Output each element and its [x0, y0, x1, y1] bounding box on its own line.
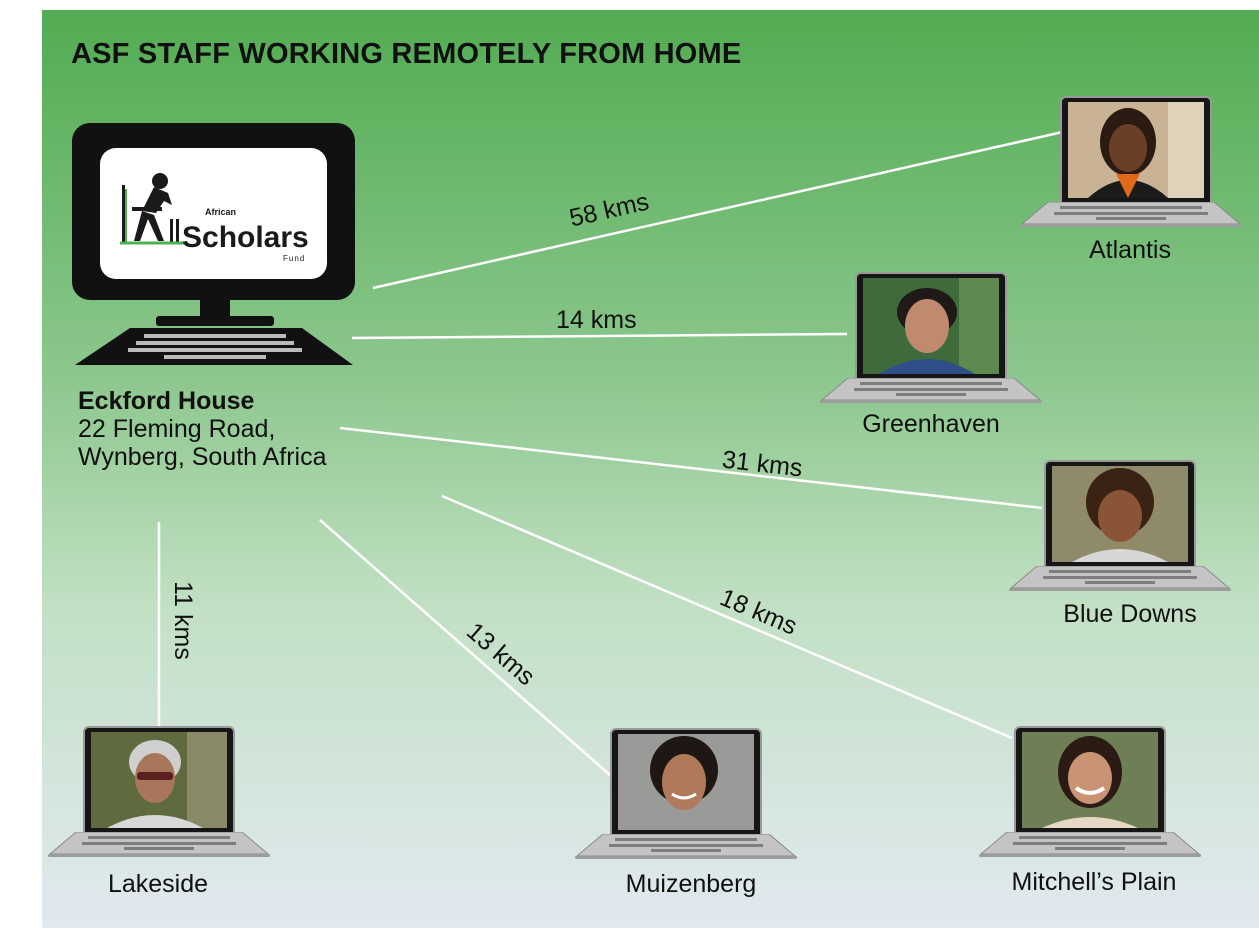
staff-photo-blue-downs: [1052, 466, 1188, 562]
staff-photo-mitchells-plain: [1022, 732, 1158, 828]
logo-word-scholars: Scholars: [182, 221, 309, 254]
laptop-lakeside: [48, 724, 270, 860]
distance-label-greenhaven: 14 kms: [556, 306, 637, 334]
diagram-canvas: ASF STAFF WORKING REMOTELY FROM HOME 58 …: [42, 10, 1259, 928]
headquarters-name: Eckford House: [78, 387, 255, 415]
location-label-atlantis: Atlantis: [1089, 236, 1171, 264]
laptop-blue-downs: [1009, 458, 1231, 594]
staff-photo-lakeside: [91, 732, 227, 828]
page-title: ASF STAFF WORKING REMOTELY FROM HOME: [71, 38, 742, 70]
distance-label-lakeside: 11 kms: [168, 581, 197, 660]
connector-blue-downs: [339, 426, 1043, 510]
laptop-mitchells-plain: [979, 724, 1201, 860]
location-label-mitchells-plain: Mitchell’s Plain: [1011, 868, 1177, 896]
location-label-lakeside: Lakeside: [107, 870, 209, 898]
headquarters-computer-icon: African Scholars Fund: [72, 123, 355, 365]
laptop-greenhaven: [820, 270, 1042, 406]
location-label-muizenberg: Muizenberg: [625, 870, 757, 898]
laptop-atlantis: [1020, 94, 1242, 230]
laptop-muizenberg: [575, 726, 797, 862]
location-label-greenhaven: Greenhaven: [862, 410, 1000, 438]
staff-photo-atlantis: [1068, 102, 1204, 198]
logo-word-african: African: [205, 207, 236, 217]
connector-atlantis: [372, 129, 1068, 290]
african-scholars-fund-logo: African Scholars Fund: [120, 173, 309, 263]
logo-word-fund: Fund: [283, 254, 305, 263]
connector-muizenberg: [319, 519, 611, 776]
location-label-blue-downs: Blue Downs: [1063, 600, 1197, 628]
headquarters-address-line1: 22 Fleming Road,: [78, 415, 276, 443]
staff-photo-greenhaven: [863, 278, 999, 374]
connector-lines: [157, 129, 1068, 776]
headquarters-address-line2: Wynberg, South Africa: [78, 443, 327, 471]
staff-photo-muizenberg: [618, 734, 754, 830]
connector-greenhaven: [351, 332, 848, 340]
connector-mitchells-plain: [441, 494, 1013, 740]
